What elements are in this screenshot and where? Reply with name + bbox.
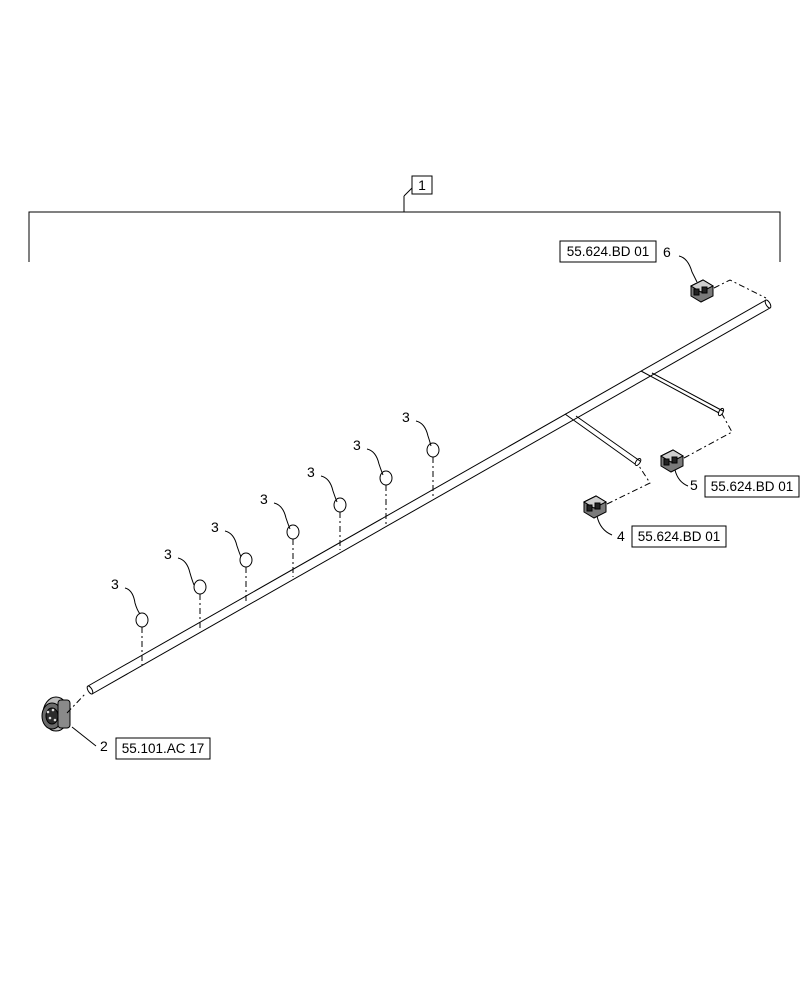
assembly-callout-box bbox=[411, 175, 433, 195]
callout-number-3: 3 bbox=[211, 519, 219, 535]
reference-box-4 bbox=[631, 525, 727, 548]
clamp-group-item-3: 3 3 3 3 3 bbox=[111, 409, 440, 665]
reference-text-6: 55.624.BD 01 bbox=[567, 244, 650, 259]
callout-number-4: 4 bbox=[617, 528, 625, 544]
reference-text-2: 55.101.AC 17 bbox=[122, 741, 205, 756]
harness-branch-lower bbox=[564, 413, 642, 466]
clamp-item-3: 3 bbox=[353, 437, 393, 524]
reference-text-5: 55.624.BD 01 bbox=[711, 479, 794, 494]
clamp-item-3: 3 bbox=[307, 464, 347, 550]
clamp-item-3: 3 bbox=[111, 576, 149, 665]
assembly-callout-number: 1 bbox=[418, 177, 426, 193]
clamp-item-3: 3 bbox=[211, 519, 253, 604]
clamp-item-3: 3 bbox=[164, 546, 207, 631]
callout-number-3: 3 bbox=[402, 409, 410, 425]
round-connector-item-2 bbox=[41, 696, 71, 732]
callout-number-6: 6 bbox=[663, 244, 671, 260]
connector-item-6 bbox=[689, 279, 715, 303]
callout-number-2: 2 bbox=[100, 738, 108, 754]
reference-box-5 bbox=[704, 475, 800, 498]
callout-number-3: 3 bbox=[260, 491, 268, 507]
assembly-bracket bbox=[28, 187, 781, 262]
reference-box-2 bbox=[115, 737, 211, 760]
callout-number-5: 5 bbox=[690, 477, 698, 493]
reference-box-6 bbox=[559, 240, 657, 263]
clamp-item-3: 3 bbox=[402, 409, 440, 497]
connector-item-5 bbox=[659, 449, 685, 473]
callout-number-3: 3 bbox=[307, 464, 315, 480]
clamp-item-3: 3 bbox=[260, 491, 300, 577]
reference-text-4: 55.624.BD 01 bbox=[638, 529, 721, 544]
harness-trunk bbox=[86, 299, 772, 695]
callout-number-3: 3 bbox=[111, 576, 119, 592]
callout-number-3: 3 bbox=[164, 546, 172, 562]
harness-branch-upper bbox=[640, 370, 725, 417]
callout-number-3: 3 bbox=[353, 437, 361, 453]
connector-item-4 bbox=[582, 495, 608, 519]
